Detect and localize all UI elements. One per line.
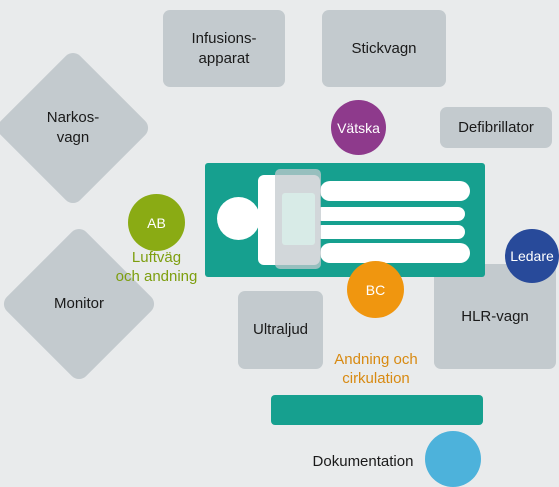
monitor-label: Monitor (53, 295, 105, 312)
fluids-role-circle: Vätska (331, 100, 386, 155)
defibrillator-label: Defibrillator (458, 118, 534, 136)
patient-head (217, 197, 260, 240)
bc-role-circle: BC (347, 261, 404, 318)
ultrasound-box: Ultraljud (238, 291, 323, 369)
patient-upper-arm (320, 181, 470, 201)
ab-role-circle: AB (128, 194, 185, 251)
patient-bed (205, 163, 485, 277)
stick-cart-box: Stickvagn (322, 10, 446, 87)
ab-role-caption: Luftväg och andning (115, 249, 198, 285)
anesthesia-cart-label: Narkos- vagn (46, 109, 100, 146)
bc-role-label: BC (365, 281, 386, 298)
documenter-role-circle (425, 431, 481, 487)
leader-role-label: Ledare (510, 248, 554, 264)
infusion-pump-box: Infusions- apparat (163, 10, 285, 87)
bc-role-caption: Andning och cirkulation (334, 351, 418, 387)
ultrasound-label: Ultraljud (252, 321, 309, 338)
ab-role-label: AB (147, 214, 166, 231)
fluids-role-label: Vätska (337, 119, 380, 136)
patient-leg-upper (315, 207, 465, 221)
documentation-label: Dokumentation (312, 453, 414, 470)
documentation-desk (271, 395, 483, 425)
stick-cart-label: Stickvagn (351, 39, 417, 57)
defibrillator-box: Defibrillator (440, 107, 552, 148)
infusion-pump-label: Infusions- apparat (191, 29, 257, 67)
patient-lower-arm (320, 243, 470, 263)
patient-chest-inner (282, 193, 315, 245)
leader-role-circle: Ledare (505, 229, 559, 283)
cpr-cart-label: HLR-vagn (461, 307, 529, 325)
patient-leg-lower (315, 225, 465, 239)
